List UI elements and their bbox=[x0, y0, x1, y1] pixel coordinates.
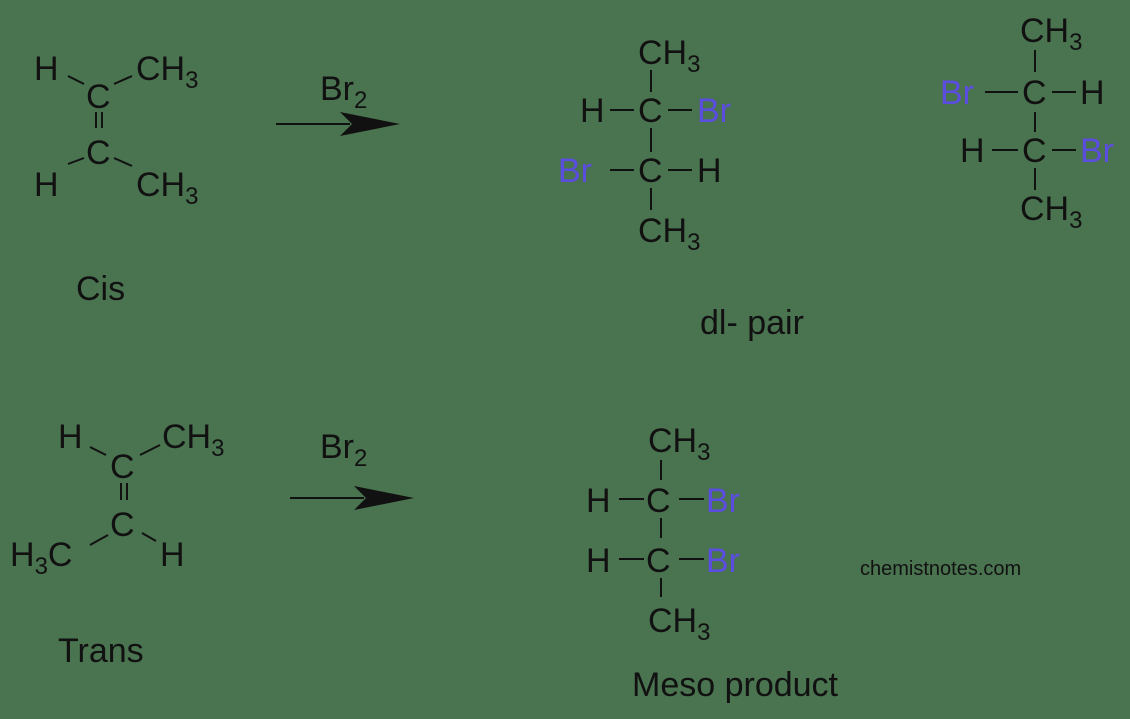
watermark: chemistnotes.com bbox=[860, 558, 1022, 580]
reagent-2: Br2 bbox=[320, 428, 368, 472]
trans-label: Trans bbox=[58, 632, 144, 670]
meso-label: Meso product bbox=[632, 666, 838, 704]
reagent-1: Br2 bbox=[320, 70, 368, 114]
arrow-head-1 bbox=[340, 112, 400, 136]
arrow-head-2 bbox=[354, 486, 414, 510]
dl-pair-label: dl- pair bbox=[700, 304, 804, 342]
cis-label: Cis bbox=[76, 270, 126, 308]
